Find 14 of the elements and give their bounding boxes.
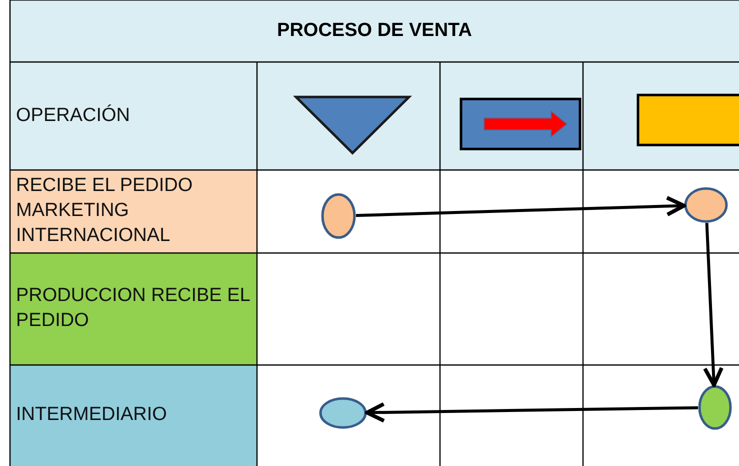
lane-label: OPERACIÓN [16,104,130,128]
lane-label: RECIBE EL PEDIDO MARKETING INTERNACIONAL [16,174,194,248]
arrow [356,196,686,217]
arrow [365,402,698,423]
triangle-symbol [295,96,410,154]
arrow-box-symbol [460,98,581,150]
lane-label: INTERMEDIARIO [16,403,167,428]
oval-marker [321,193,356,239]
lane-label: PRODUCCION RECIBE EL PEDIDO [16,284,251,333]
oval-marker [684,187,728,223]
title: PROCESO DE VENTA [276,19,473,43]
oval-marker [698,385,732,430]
arrow [702,222,724,387]
oval-marker [319,397,367,429]
